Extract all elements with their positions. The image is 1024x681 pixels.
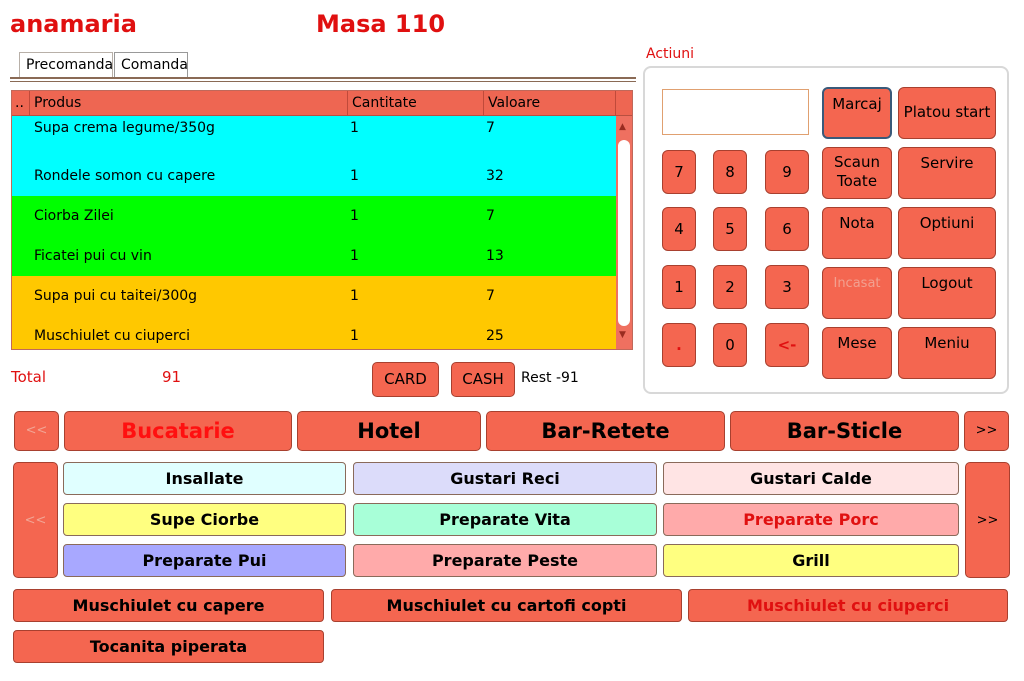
cell-value: 32: [486, 168, 504, 184]
product-muschiulet-cu-capere[interactable]: Muschiulet cu capere: [13, 589, 324, 622]
subcategory-next-button[interactable]: >>: [965, 462, 1010, 578]
table-row[interactable]: Supa crema legume/350g 1 7: [12, 116, 616, 156]
cell-value: 7: [486, 120, 495, 136]
subcategory-insallate[interactable]: Insallate: [63, 462, 346, 495]
mese-button[interactable]: Mese: [822, 327, 892, 379]
product-muschiulet-cu-ciuperci[interactable]: Muschiulet cu ciuperci: [688, 589, 1008, 622]
cell-quantity: 1: [350, 248, 359, 264]
total-value: 91: [162, 368, 182, 386]
card-button[interactable]: CARD: [372, 362, 439, 397]
cell-product: Supa crema legume/350g: [34, 120, 215, 136]
cell-product: Rondele somon cu capere: [34, 168, 216, 184]
key-3[interactable]: 3: [765, 265, 809, 309]
cell-product: Ficatei pui cu vin: [34, 248, 152, 264]
cell-value: 7: [486, 208, 495, 224]
cell-product: Supa pui cu taitei/300g: [34, 288, 198, 304]
category-hotel[interactable]: Hotel: [297, 411, 481, 451]
scaun-toate-button[interactable]: Scaun Toate: [822, 147, 892, 199]
table-name: Masa 110: [316, 10, 446, 38]
key-9[interactable]: 9: [765, 150, 809, 194]
cell-quantity: 1: [350, 328, 359, 344]
subcategory-preparate-porc[interactable]: Preparate Porc: [663, 503, 959, 536]
key-4[interactable]: 4: [662, 207, 696, 251]
scaun-toate-line2: Toate: [836, 172, 878, 190]
key-5[interactable]: 5: [713, 207, 747, 251]
tab-comanda[interactable]: Comanda: [114, 52, 188, 78]
user-name: anamaria: [10, 10, 137, 38]
product-muschiulet-cu-cartofi-copti[interactable]: Muschiulet cu cartofi copti: [331, 589, 682, 622]
marcaj-button[interactable]: Marcaj: [822, 87, 892, 139]
key-7[interactable]: 7: [662, 150, 696, 194]
subcategory-grill[interactable]: Grill: [663, 544, 959, 577]
scroll-thumb[interactable]: [618, 140, 630, 326]
key-dot[interactable]: .: [662, 323, 696, 367]
servire-button[interactable]: Servire: [898, 147, 996, 199]
table-row[interactable]: Ficatei pui cu vin 1 13: [12, 236, 616, 276]
column-header-value[interactable]: Valoare: [484, 91, 616, 116]
key-backspace[interactable]: <-: [765, 323, 809, 367]
key-6[interactable]: 6: [765, 207, 809, 251]
cell-product: Muschiulet cu ciuperci: [34, 328, 191, 344]
cell-quantity: 1: [350, 168, 359, 184]
scaun-toate-line1: Scaun: [834, 153, 880, 171]
key-1[interactable]: 1: [662, 265, 696, 309]
column-header-product[interactable]: Produs: [30, 91, 348, 116]
table-row[interactable]: Supa pui cu taitei/300g 1 7: [12, 276, 616, 316]
tab-precomanda[interactable]: Precomanda: [19, 52, 113, 78]
optiuni-button[interactable]: Optiuni: [898, 207, 996, 259]
category-bar-sticle[interactable]: Bar-Sticle: [730, 411, 959, 451]
actions-title: Actiuni: [646, 46, 695, 62]
nota-button[interactable]: Nota: [822, 207, 892, 259]
column-header-dots[interactable]: ..: [12, 91, 30, 116]
category-bucatarie[interactable]: Bucatarie: [64, 411, 292, 451]
table-header: .. Produs Cantitate Valoare: [12, 91, 632, 116]
category-prev-button[interactable]: <<: [14, 411, 59, 451]
category-next-button[interactable]: >>: [964, 411, 1009, 451]
scroll-up-icon[interactable]: ▲: [619, 122, 626, 132]
cell-quantity: 1: [350, 288, 359, 304]
key-8[interactable]: 8: [713, 150, 747, 194]
column-header-quantity[interactable]: Cantitate: [348, 91, 484, 116]
subcategory-gustari-calde[interactable]: Gustari Calde: [663, 462, 959, 495]
order-scrollbar[interactable]: ▲ ▼: [616, 116, 632, 349]
cash-button[interactable]: CASH: [451, 362, 515, 397]
table-row[interactable]: Ciorba Zilei 1 7: [12, 196, 616, 236]
platou-start-button[interactable]: Platou start: [898, 87, 996, 139]
meniu-button[interactable]: Meniu: [898, 327, 996, 379]
order-table[interactable]: .. Produs Cantitate Valoare Supa crema l…: [11, 90, 633, 350]
key-0[interactable]: 0: [713, 323, 747, 367]
cell-value: 25: [486, 328, 504, 344]
subcategory-gustari-reci[interactable]: Gustari Reci: [353, 462, 657, 495]
tab-divider: [10, 77, 636, 82]
cell-value: 7: [486, 288, 495, 304]
product-tocanita-piperata[interactable]: Tocanita piperata: [13, 630, 324, 663]
subcategory-prev-button[interactable]: <<: [13, 462, 58, 578]
logout-button[interactable]: Logout: [898, 267, 996, 319]
total-label: Total: [11, 368, 47, 386]
subcategory-preparate-pui[interactable]: Preparate Pui: [63, 544, 346, 577]
key-2[interactable]: 2: [713, 265, 747, 309]
cell-quantity: 1: [350, 120, 359, 136]
cell-value: 13: [486, 248, 504, 264]
rest-label: Rest -91: [521, 370, 579, 386]
category-bar-retete[interactable]: Bar-Retete: [486, 411, 725, 451]
incasat-button[interactable]: Incasat: [822, 267, 892, 319]
subcategory-preparate-vita[interactable]: Preparate Vita: [353, 503, 657, 536]
scroll-down-icon[interactable]: ▼: [619, 330, 626, 340]
amount-display-input[interactable]: [662, 89, 809, 135]
table-row[interactable]: Rondele somon cu capere 1 32: [12, 156, 616, 196]
subcategory-preparate-peste[interactable]: Preparate Peste: [353, 544, 657, 577]
subcategory-supe-ciorbe[interactable]: Supe Ciorbe: [63, 503, 346, 536]
table-row[interactable]: Muschiulet cu ciuperci 1 25: [12, 316, 616, 349]
cell-product: Ciorba Zilei: [34, 208, 114, 224]
cell-quantity: 1: [350, 208, 359, 224]
